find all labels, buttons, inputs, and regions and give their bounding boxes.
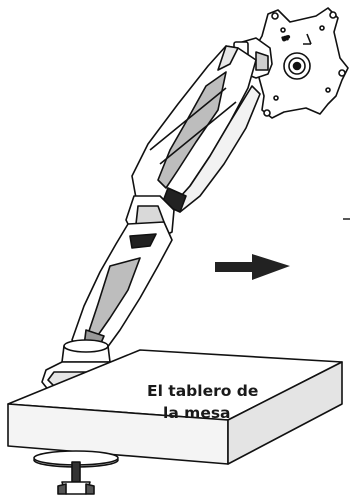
desk-label-line-2: la mesa xyxy=(163,404,231,422)
desk-label-line-1: El tablero de xyxy=(147,382,259,400)
desk-clamp-screw xyxy=(33,450,119,495)
desk-top xyxy=(7,349,343,465)
plate-up-text: UP xyxy=(282,35,291,43)
direction-arrow xyxy=(215,254,290,280)
upper-arm xyxy=(131,45,261,213)
lower-arm xyxy=(71,221,173,353)
vesa-plate: UP xyxy=(253,7,349,119)
